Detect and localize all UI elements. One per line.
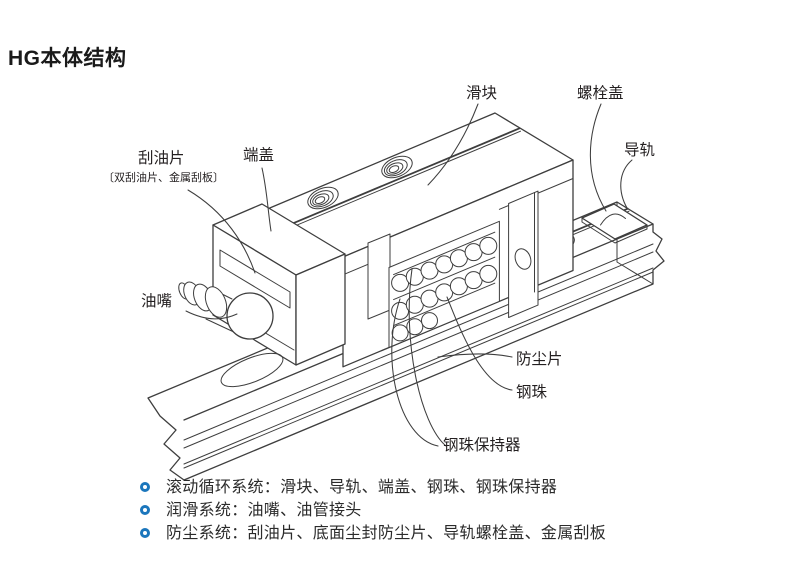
retainer-end-plate: [368, 234, 390, 319]
legend-item-text: 滚动循环系统：滑块、导轨、端盖、钢珠、钢珠保持器: [166, 479, 558, 496]
block-mount-hole: [305, 183, 342, 213]
bullet-ring-icon: [140, 482, 150, 492]
label-dust-strip: 防尘片: [516, 350, 563, 368]
seal-bracket: [509, 191, 538, 317]
nipple-shadow: [217, 347, 287, 394]
label-ball-retainer: 钢珠保持器: [443, 436, 521, 454]
leader-bolt-cover: [590, 104, 606, 211]
label-rail: 导轨: [624, 141, 655, 159]
bolt-cover: [582, 204, 647, 243]
leader-lines: [186, 104, 632, 446]
legend-item-lubrication: 润滑系统：油嘴、油管接头: [140, 502, 740, 520]
grease-nipple: [177, 280, 287, 394]
block-mount-hole: [379, 152, 416, 182]
label-scraper: 刮油片: [138, 149, 185, 167]
bolt-cover-arc: [601, 214, 626, 225]
label-ball: 钢珠: [516, 383, 548, 401]
leader-rail: [621, 160, 632, 208]
nipple-cone-line: [206, 319, 236, 333]
leader-ball-retainer: [409, 269, 446, 446]
label-scraper-sub: 〔双刮油片、金属刮板〕: [103, 170, 224, 184]
legend-item-text: 润滑系统：油嘴、油管接头: [166, 502, 362, 519]
leader-scraper: [188, 190, 255, 273]
nipple-ball-head: [227, 293, 273, 339]
end-cap-front-face: [296, 254, 345, 365]
bullet-ring-icon: [140, 505, 150, 515]
leader-slider: [428, 104, 478, 185]
rail-dust-strip-line: [184, 268, 653, 464]
rail-ball-groove-line: [184, 244, 653, 440]
legend-item-rolling: 滚动循环系统：滑块、导轨、端盖、钢珠、钢珠保持器: [140, 479, 740, 497]
bullet-ring-icon: [140, 528, 150, 538]
label-slider: 滑块: [466, 84, 497, 102]
rail-dust-strip-line: [184, 272, 653, 468]
legend-item-text: 防尘系统：刮油片、底面尘封防尘片、导轨螺栓盖、金属刮板: [166, 525, 607, 542]
bolt-cover-thickness: [582, 218, 647, 243]
legend-item-dustproof: 防尘系统：刮油片、底面尘封防尘片、导轨螺栓盖、金属刮板: [140, 525, 740, 543]
ball-retainer-strips: [394, 232, 495, 325]
leader-ball: [447, 297, 512, 390]
bracket-plate: [509, 191, 538, 317]
nipple-cone-ring: [201, 284, 231, 321]
label-grease-nipple: 油嘴: [141, 292, 172, 310]
cutaway: [368, 191, 538, 347]
scraper-plate: [220, 250, 290, 308]
leader-dust-strip: [438, 354, 512, 357]
label-end-cap: 端盖: [243, 146, 274, 164]
ball-rows: [392, 237, 497, 341]
part-labels: 滑块 螺栓盖 导轨 刮油片 〔双刮油片、金属刮板〕 端盖 油嘴 防尘片 钢珠 钢…: [103, 84, 655, 454]
page-title: HG本体结构: [8, 47, 127, 71]
leader-end-cap: [262, 168, 271, 231]
leader-ball-retainer: [392, 299, 438, 446]
leader-grease-nipple: [186, 311, 237, 319]
bracket-hole: [512, 247, 533, 272]
rail-ball-groove-line: [184, 252, 653, 448]
system-legend: 滚动循环系统：滑块、导轨、端盖、钢珠、钢珠保持器 润滑系统：油嘴、油管接头 防尘…: [140, 479, 740, 548]
label-bolt-cover: 螺栓盖: [577, 84, 624, 102]
